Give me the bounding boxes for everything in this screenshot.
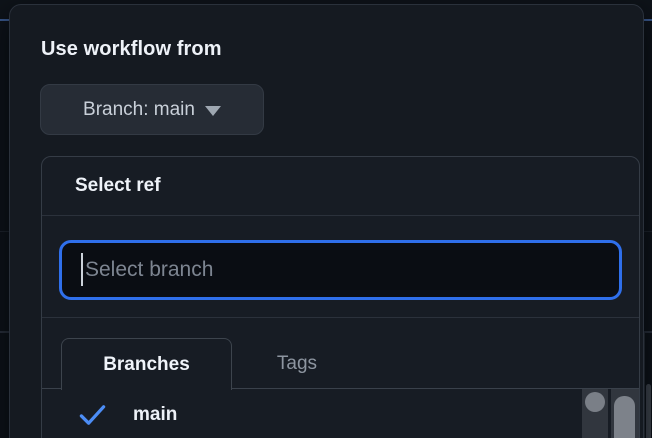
tab-branches-label: Branches <box>103 353 190 375</box>
background-border <box>644 333 645 438</box>
ref-search-input[interactable] <box>63 244 618 296</box>
select-ref-title: Select ref <box>75 175 161 196</box>
ref-search-field-frame <box>59 240 622 300</box>
tab-tags[interactable]: Tags <box>232 338 362 390</box>
ref-list: main <box>42 389 639 438</box>
select-ref-dialog: Select ref Branches Tags <box>41 156 640 438</box>
text-cursor <box>81 253 83 286</box>
use-workflow-from-label: Use workflow from <box>41 38 222 60</box>
ref-item-label: main <box>133 404 178 425</box>
list-scrollbar-track[interactable] <box>582 389 608 438</box>
run-workflow-dropdown: Use workflow from Branch: main Select re… <box>9 4 644 438</box>
ref-search-section <box>42 216 639 318</box>
branch-selector-label: Branch: main <box>83 98 195 120</box>
branch-selector-button[interactable]: Branch: main <box>40 84 264 135</box>
ref-item-main[interactable]: main <box>42 389 639 426</box>
tab-branches[interactable]: Branches <box>61 338 232 390</box>
ref-tabs: Branches Tags <box>42 318 639 390</box>
check-icon <box>79 405 106 425</box>
dialog-scrollbar-track[interactable] <box>611 389 639 438</box>
tab-tags-label: Tags <box>276 353 318 374</box>
list-scrollbar-thumb[interactable] <box>585 392 605 412</box>
dialog-scrollbar-thumb[interactable] <box>614 396 635 438</box>
select-ref-header: Select ref <box>42 157 639 216</box>
caret-down-icon <box>204 106 221 116</box>
page-scrollbar[interactable] <box>646 384 651 438</box>
